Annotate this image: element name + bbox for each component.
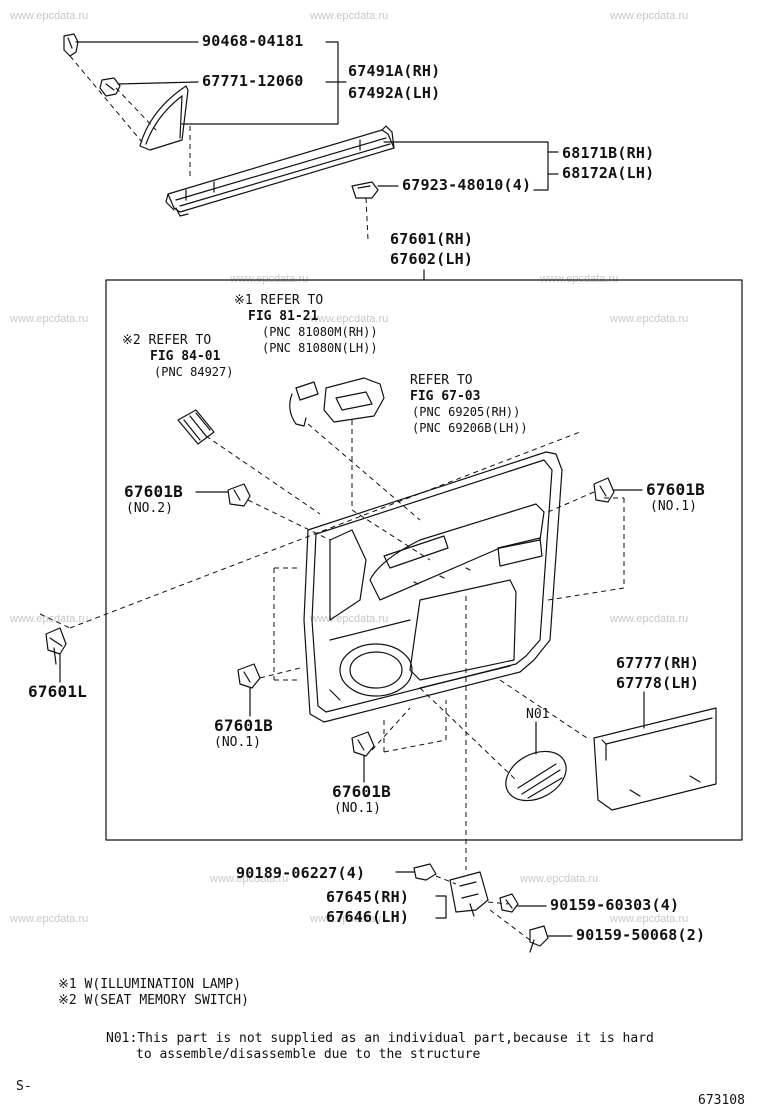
footnote-2: ※2 W(SEAT MEMORY SWITCH) [58, 993, 249, 1008]
door-corner-cover-icon [139, 85, 189, 151]
watermark: www.epcdata.ru [610, 913, 689, 925]
part-number-67491a: 67491A(RH) [348, 62, 441, 80]
footnote-n01-line1: N01:This part is not supplied as an indi… [106, 1031, 654, 1046]
watermark: www.epcdata.ru [310, 10, 389, 22]
reference-1-pnc-lh: (PNC 81080N(LH)) [262, 341, 378, 355]
reference-3-figure: FIG 67-03 [410, 389, 481, 404]
weatherstrip-icon [165, 125, 395, 217]
part-number-67601l: 67601L [28, 682, 87, 701]
watermark: www.epcdata.ru [10, 613, 89, 625]
bracket-line [181, 41, 339, 125]
watermark: www.epcdata.ru [310, 313, 389, 325]
watermark: www.epcdata.ru [10, 10, 89, 22]
part-number-67601b-no1-right: 67601B [646, 480, 705, 499]
watermark: www.epcdata.ru [10, 313, 89, 325]
part-number-90468: 90468-04181 [202, 32, 304, 50]
footnote-1: ※1 W(ILLUMINATION LAMP) [58, 977, 242, 992]
door-trim-panel-icon [303, 451, 563, 723]
part-note-no1-bottom: (NO.1) [334, 801, 381, 816]
watermark: www.epcdata.ru [610, 613, 689, 625]
leader-line [117, 81, 199, 85]
screw-67771-icon [99, 77, 121, 97]
reference-2-figure: FIG 84-01 [150, 349, 221, 364]
inside-handle-bezel-icon [323, 377, 385, 423]
watermark: www.epcdata.ru [230, 273, 309, 285]
part-number-n01: N01 [526, 707, 550, 722]
reference-3-pnc-lh: (PNC 69206B(LH)) [412, 421, 528, 435]
footnote-n01-line2: to assemble/disassemble due to the struc… [136, 1047, 481, 1062]
part-number-90159-60303: 90159-60303(4) [550, 896, 680, 914]
part-note-no1-right: (NO.1) [650, 499, 697, 514]
clip-67923-icon [351, 181, 379, 199]
clip-67601b-no2-icon [227, 483, 251, 507]
part-number-67771: 67771-12060 [202, 72, 304, 90]
part-note-no1-left: (NO.1) [214, 735, 261, 750]
reference-1-title: ※1 REFER TO [234, 293, 324, 308]
figure-id: 673108 [698, 1093, 745, 1108]
part-number-68172a: 68172A(LH) [562, 164, 655, 182]
reference-3-title: REFER TO [410, 373, 473, 388]
part-number-67601b-no1-left: 67601B [214, 716, 273, 735]
clip-67601b-no1-bottom-icon [351, 731, 375, 757]
illumination-lamp-icon [289, 381, 319, 427]
reference-3-pnc-rh: (PNC 69205(RH)) [412, 405, 521, 419]
screw-90159-50068-icon [529, 925, 549, 953]
reference-1-figure: FIG 81-21 [248, 309, 319, 324]
part-number-67601b-no1-bottom: 67601B [332, 782, 391, 801]
part-number-67646: 67646(LH) [326, 908, 410, 926]
watermark: www.epcdata.ru [610, 10, 689, 22]
assembly-box [105, 279, 743, 841]
watermark: www.epcdata.ru [210, 873, 289, 885]
part-number-67778: 67778(LH) [616, 674, 700, 692]
clip-90468-icon [63, 33, 79, 57]
watermark: www.epcdata.ru [310, 913, 389, 925]
part-number-90189: 90189-06227(4) [236, 864, 366, 882]
reference-2-pnc: (PNC 84927) [154, 365, 234, 379]
clip-90189-icon [413, 863, 437, 881]
watermark: www.epcdata.ru [520, 873, 599, 885]
door-pocket-icon [593, 707, 717, 811]
part-number-67601: 67601(RH) [390, 230, 474, 248]
part-note-no2: (NO.2) [126, 501, 173, 516]
part-number-67602: 67602(LH) [390, 250, 474, 268]
reference-1-pnc-rh: (PNC 81080M(RH)) [262, 325, 378, 339]
part-number-67923: 67923-48010(4) [402, 176, 532, 194]
watermark: www.epcdata.ru [10, 913, 89, 925]
seat-memory-switch-icon [177, 409, 215, 445]
clip-67601b-no1-right-icon [593, 477, 615, 503]
catalog-prefix: S- [16, 1079, 32, 1094]
part-number-68171b: 68171B(RH) [562, 144, 655, 162]
part-number-67777: 67777(RH) [616, 654, 700, 672]
part-number-67492a: 67492A(LH) [348, 84, 441, 102]
pull-handle-bracket-icon [449, 871, 489, 917]
clip-67601l-icon [45, 627, 67, 665]
speaker-grille-n01-icon [505, 750, 567, 802]
clip-67601b-no1-left-icon [237, 663, 261, 689]
watermark: www.epcdata.ru [610, 313, 689, 325]
reference-2-title: ※2 REFER TO [122, 333, 212, 348]
screw-90159-60303-icon [499, 893, 519, 913]
watermark: www.epcdata.ru [540, 273, 619, 285]
part-number-67601b-no2: 67601B [124, 482, 183, 501]
part-number-67645: 67645(RH) [326, 888, 410, 906]
part-number-90159-50068: 90159-50068(2) [576, 926, 706, 944]
